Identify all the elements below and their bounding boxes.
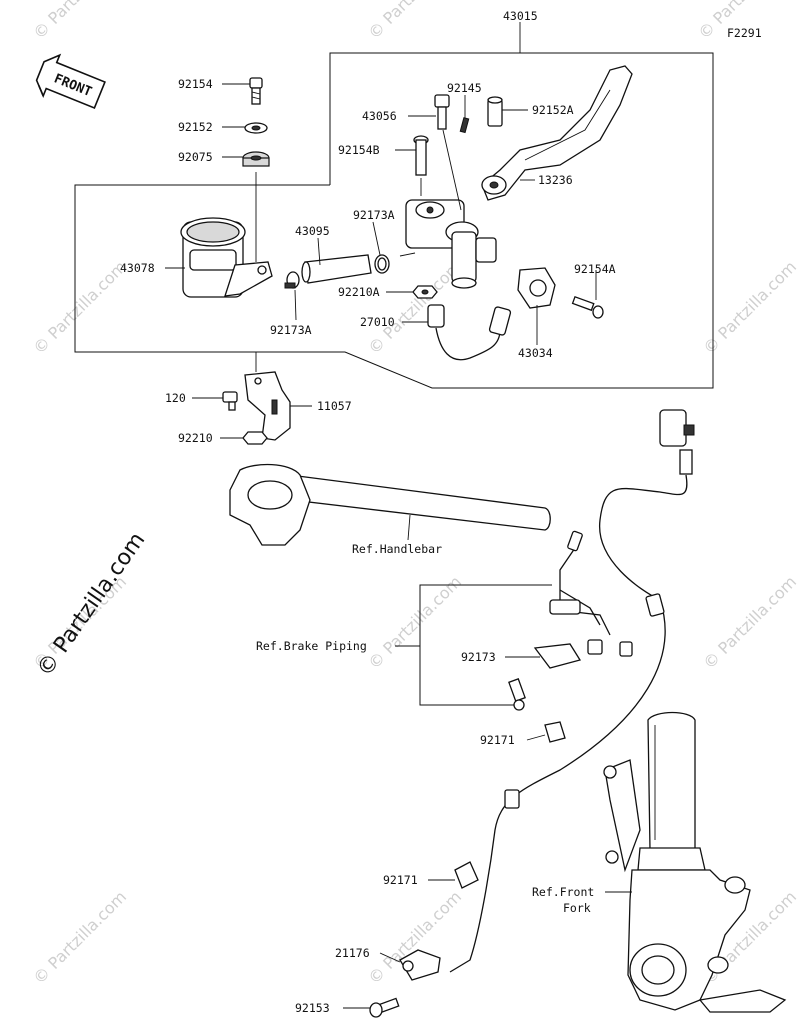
watermark-text: © Partzilla.com: [364, 0, 465, 43]
screw-92154: [249, 77, 263, 105]
part-label: Ref.Front: [532, 885, 594, 899]
brake-lever-13236: [481, 65, 633, 201]
watermark-text: © Partzilla.com: [699, 572, 800, 673]
front-arrow-icon: FRONT: [35, 53, 106, 110]
watermark-text: © Partzilla.com: [29, 887, 130, 988]
reservoir-43078: [180, 217, 273, 298]
part-label: 92152A: [532, 103, 574, 117]
nut-92210A: [412, 285, 438, 299]
bracket-11057: [244, 371, 291, 441]
part-label: 120: [165, 391, 186, 405]
brake-piping: [508, 530, 633, 711]
bolt-92154B: [413, 135, 429, 196]
watermark-text: © Partzilla.com: [364, 572, 465, 673]
hose-43095: [301, 254, 372, 284]
part-label: Ref.Brake Piping: [256, 639, 367, 653]
part-label: Ref.Handlebar: [352, 542, 442, 556]
watermark-text: © Partzilla.com: [29, 0, 130, 43]
sensor-21176: [399, 949, 441, 981]
front-fork: [603, 711, 787, 1013]
part-label: 92171: [383, 873, 418, 887]
clip-92171-bottom: [454, 861, 479, 889]
part-label: 92171: [480, 733, 515, 747]
brake-piping-frame: [419, 584, 552, 706]
watermark-text: © Partzilla.com: [29, 257, 130, 358]
part-label: 92153: [295, 1001, 330, 1015]
watermark-text: © Partzilla.com: [699, 257, 800, 358]
part-labels: 43015 92154 92152 92075 43078 43095 9217…: [120, 9, 616, 1015]
part-label: 27010: [360, 315, 395, 329]
fitting-43056: [434, 94, 462, 211]
part-label: 92173A: [270, 323, 312, 337]
assembly-frame: [74, 22, 714, 389]
part-label: 92210A: [338, 285, 380, 299]
part-label: 43056: [362, 109, 397, 123]
part-label: 92210: [178, 431, 213, 445]
leader-lines: [165, 83, 632, 1009]
part-label: 92075: [178, 150, 213, 164]
bolt-92153: [369, 997, 400, 1018]
part-label: Fork: [563, 901, 591, 915]
switch-27010: [427, 304, 512, 361]
brand-watermark: © Partzilla.com: [32, 528, 150, 681]
part-label: 92154B: [338, 143, 380, 157]
part-label: 21176: [335, 946, 370, 960]
part-label: 13236: [538, 173, 573, 187]
bolt-120: [222, 391, 238, 411]
pin-92145: [459, 117, 470, 134]
nut-92210: [242, 431, 268, 445]
collar-92152A: [487, 96, 503, 127]
part-label: 43034: [518, 346, 553, 360]
part-label: 92173A: [353, 208, 395, 222]
figure-code: F2291: [727, 26, 762, 40]
clip-92171-top: [544, 721, 566, 743]
master-cylinder-body: [399, 199, 497, 289]
washer-92152: [244, 122, 268, 134]
part-label: 43095: [295, 224, 330, 238]
clamp-92173A-mid: [374, 254, 390, 274]
handlebar: [229, 463, 551, 546]
bolt-92154A: [571, 295, 604, 319]
grommet-92075: [242, 151, 270, 167]
part-label: 92173: [461, 650, 496, 664]
part-label: 92154: [178, 77, 213, 91]
part-label: 92152: [178, 120, 213, 134]
clamp-92173A-top: [284, 271, 300, 289]
sensor-wire: [449, 409, 695, 973]
part-label: 43078: [120, 261, 155, 275]
part-label: 92154A: [574, 262, 616, 276]
part-label: 92145: [447, 81, 482, 95]
part-label: 43015: [503, 9, 538, 23]
clamp-43034: [517, 267, 556, 309]
part-label: 11057: [317, 399, 352, 413]
